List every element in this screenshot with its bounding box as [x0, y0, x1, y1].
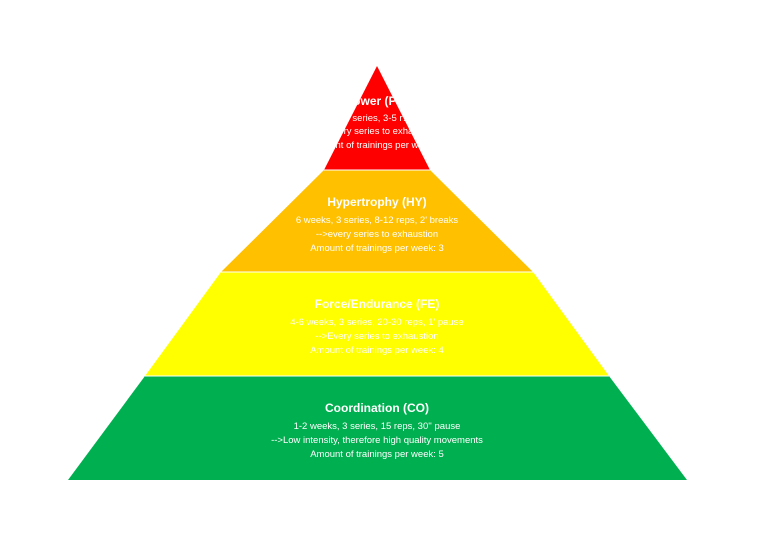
pyramid-level-power: [324, 66, 430, 170]
pyramid-level-hypertrophy: [221, 170, 533, 272]
pyramid-level-coordination: [68, 376, 687, 480]
pyramid-level-force-endurance: [145, 272, 609, 376]
